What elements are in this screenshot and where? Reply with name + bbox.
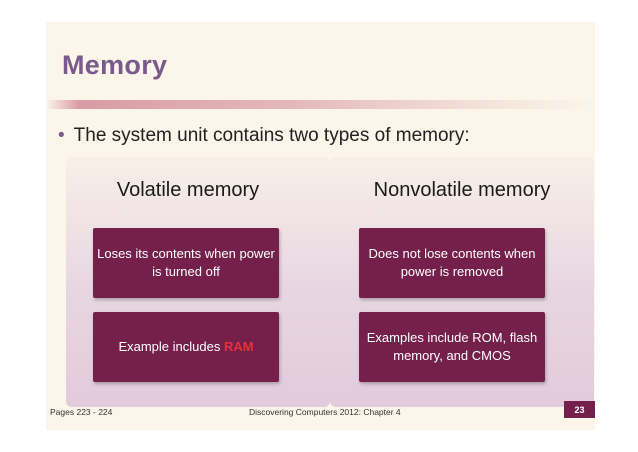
nonvolatile-heading: Nonvolatile memory (373, 179, 551, 201)
ram-highlight: RAM (223, 339, 254, 354)
volatile-heading: Volatile memory (116, 179, 260, 201)
nonvolatile-description-box: Does not lose contents when power is rem… (359, 228, 545, 298)
slide-title: Memory (62, 50, 168, 80)
volatile-example-box: Example includes RAM (93, 312, 279, 382)
volatile-example-text: Example includes RAM (118, 338, 253, 356)
title-divider (46, 100, 595, 109)
footer-source: Discovering Computers 2012: Chapter 4 (249, 407, 401, 417)
nonvolatile-example-box: Examples include ROM, flash memory, and … (359, 312, 545, 382)
nonvolatile-example-text: Examples include ROM, flash memory, and … (366, 330, 538, 363)
slide: Memory • The system unit contains two typ… (46, 22, 595, 430)
footer-pages: Pages 223 - 224 (50, 407, 113, 417)
nonvolatile-description-text: Does not lose contents when power is rem… (368, 246, 536, 279)
bullet-icon: • (58, 125, 65, 146)
bullet-text: The system unit contains two types of me… (73, 125, 470, 146)
page-number: 23 (564, 401, 595, 418)
volatile-example-prefix: Example includes (118, 339, 224, 354)
volatile-description-box: Loses its contents when power is turned … (93, 228, 279, 298)
volatile-description-text: Loses its contents when power is turned … (97, 246, 275, 279)
bullet-point: • The system unit contains two types of m… (58, 125, 470, 147)
